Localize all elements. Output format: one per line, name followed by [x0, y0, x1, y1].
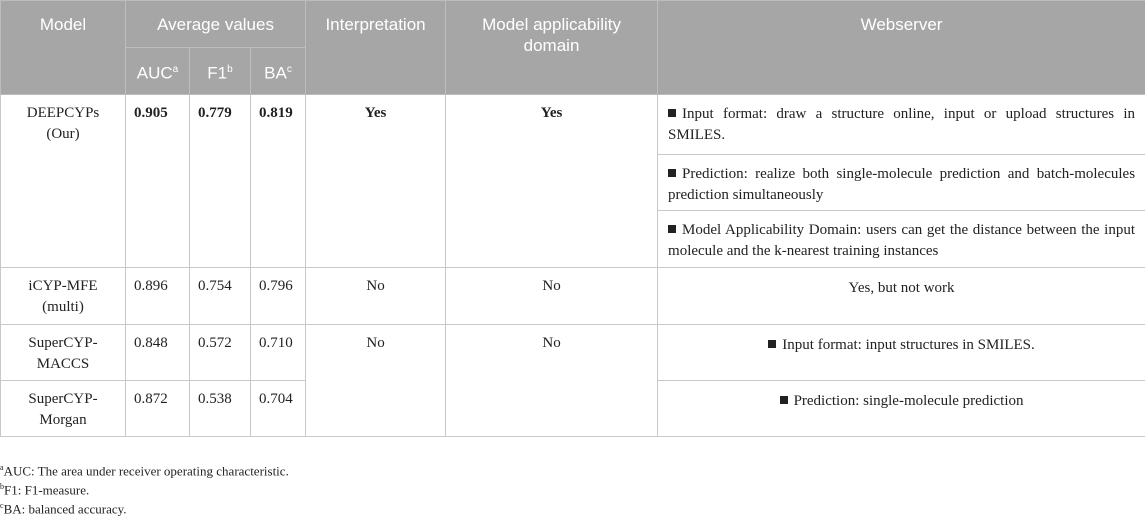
square-bullet-icon — [668, 109, 676, 117]
webserver-cell: Yes, but not work — [658, 268, 1145, 325]
auc-cell: 0.896 — [126, 268, 190, 325]
auc-cell: 0.905 — [126, 95, 190, 268]
comparison-table: Model Average values Interpretation Mode… — [0, 0, 1145, 437]
model-cell: SuperCYP- Morgan — [1, 381, 126, 437]
footnote: aAUC: The area under receiver operating … — [0, 458, 289, 477]
footnote: cBA: balanced accuracy. — [0, 496, 289, 515]
applicability-cell: No — [446, 268, 658, 325]
webserver-cell: Prediction: single-molecule prediction — [658, 381, 1145, 437]
model-cell: SuperCYP- MACCS — [1, 325, 126, 381]
auc-cell: 0.872 — [126, 381, 190, 437]
header-average-values: Average values — [126, 1, 306, 48]
header-webserver: Webserver — [658, 1, 1145, 95]
footnote: bF1: F1-measure. — [0, 477, 289, 496]
model-cell: iCYP-MFE (multi) — [1, 268, 126, 325]
header-interpretation: Interpretation — [306, 1, 446, 95]
ba-cell: 0.710 — [251, 325, 306, 381]
applicability-cell: No — [446, 325, 658, 437]
webserver-cell: Prediction: realize both single-molecule… — [658, 155, 1145, 211]
auc-cell: 0.848 — [126, 325, 190, 381]
header-model: Model — [1, 1, 126, 95]
header-ba: BAc — [251, 48, 306, 95]
square-bullet-icon — [668, 169, 676, 177]
interpretation-cell: No — [306, 325, 446, 437]
footnotes: aAUC: The area under receiver operating … — [0, 458, 289, 515]
f1-cell: 0.572 — [190, 325, 251, 381]
square-bullet-icon — [668, 225, 676, 233]
square-bullet-icon — [780, 396, 788, 404]
f1-cell: 0.754 — [190, 268, 251, 325]
interpretation-cell: No — [306, 268, 446, 325]
interpretation-cell: Yes — [306, 95, 446, 268]
table-row: iCYP-MFE (multi) 0.896 0.754 0.796 No No… — [1, 268, 1145, 325]
table-row: SuperCYP- MACCS 0.848 0.572 0.710 No No … — [1, 325, 1145, 381]
webserver-cell: Input format: input structures in SMILES… — [658, 325, 1145, 381]
f1-cell: 0.779 — [190, 95, 251, 268]
model-cell: DEEPCYPs (Our) — [1, 95, 126, 268]
header-f1: F1b — [190, 48, 251, 95]
applicability-cell: Yes — [446, 95, 658, 268]
f1-cell: 0.538 — [190, 381, 251, 437]
ba-cell: 0.796 — [251, 268, 306, 325]
webserver-cell: Input format: draw a structure online, i… — [658, 95, 1145, 155]
ba-cell: 0.704 — [251, 381, 306, 437]
square-bullet-icon — [768, 340, 776, 348]
webserver-cell: Model Applicability Domain: users can ge… — [658, 211, 1145, 268]
table-row: DEEPCYPs (Our) 0.905 0.779 0.819 Yes Yes… — [1, 95, 1145, 155]
ba-cell: 0.819 — [251, 95, 306, 268]
header-auc: AUCa — [126, 48, 190, 95]
header-applicability: Model applicability domain — [446, 1, 658, 95]
